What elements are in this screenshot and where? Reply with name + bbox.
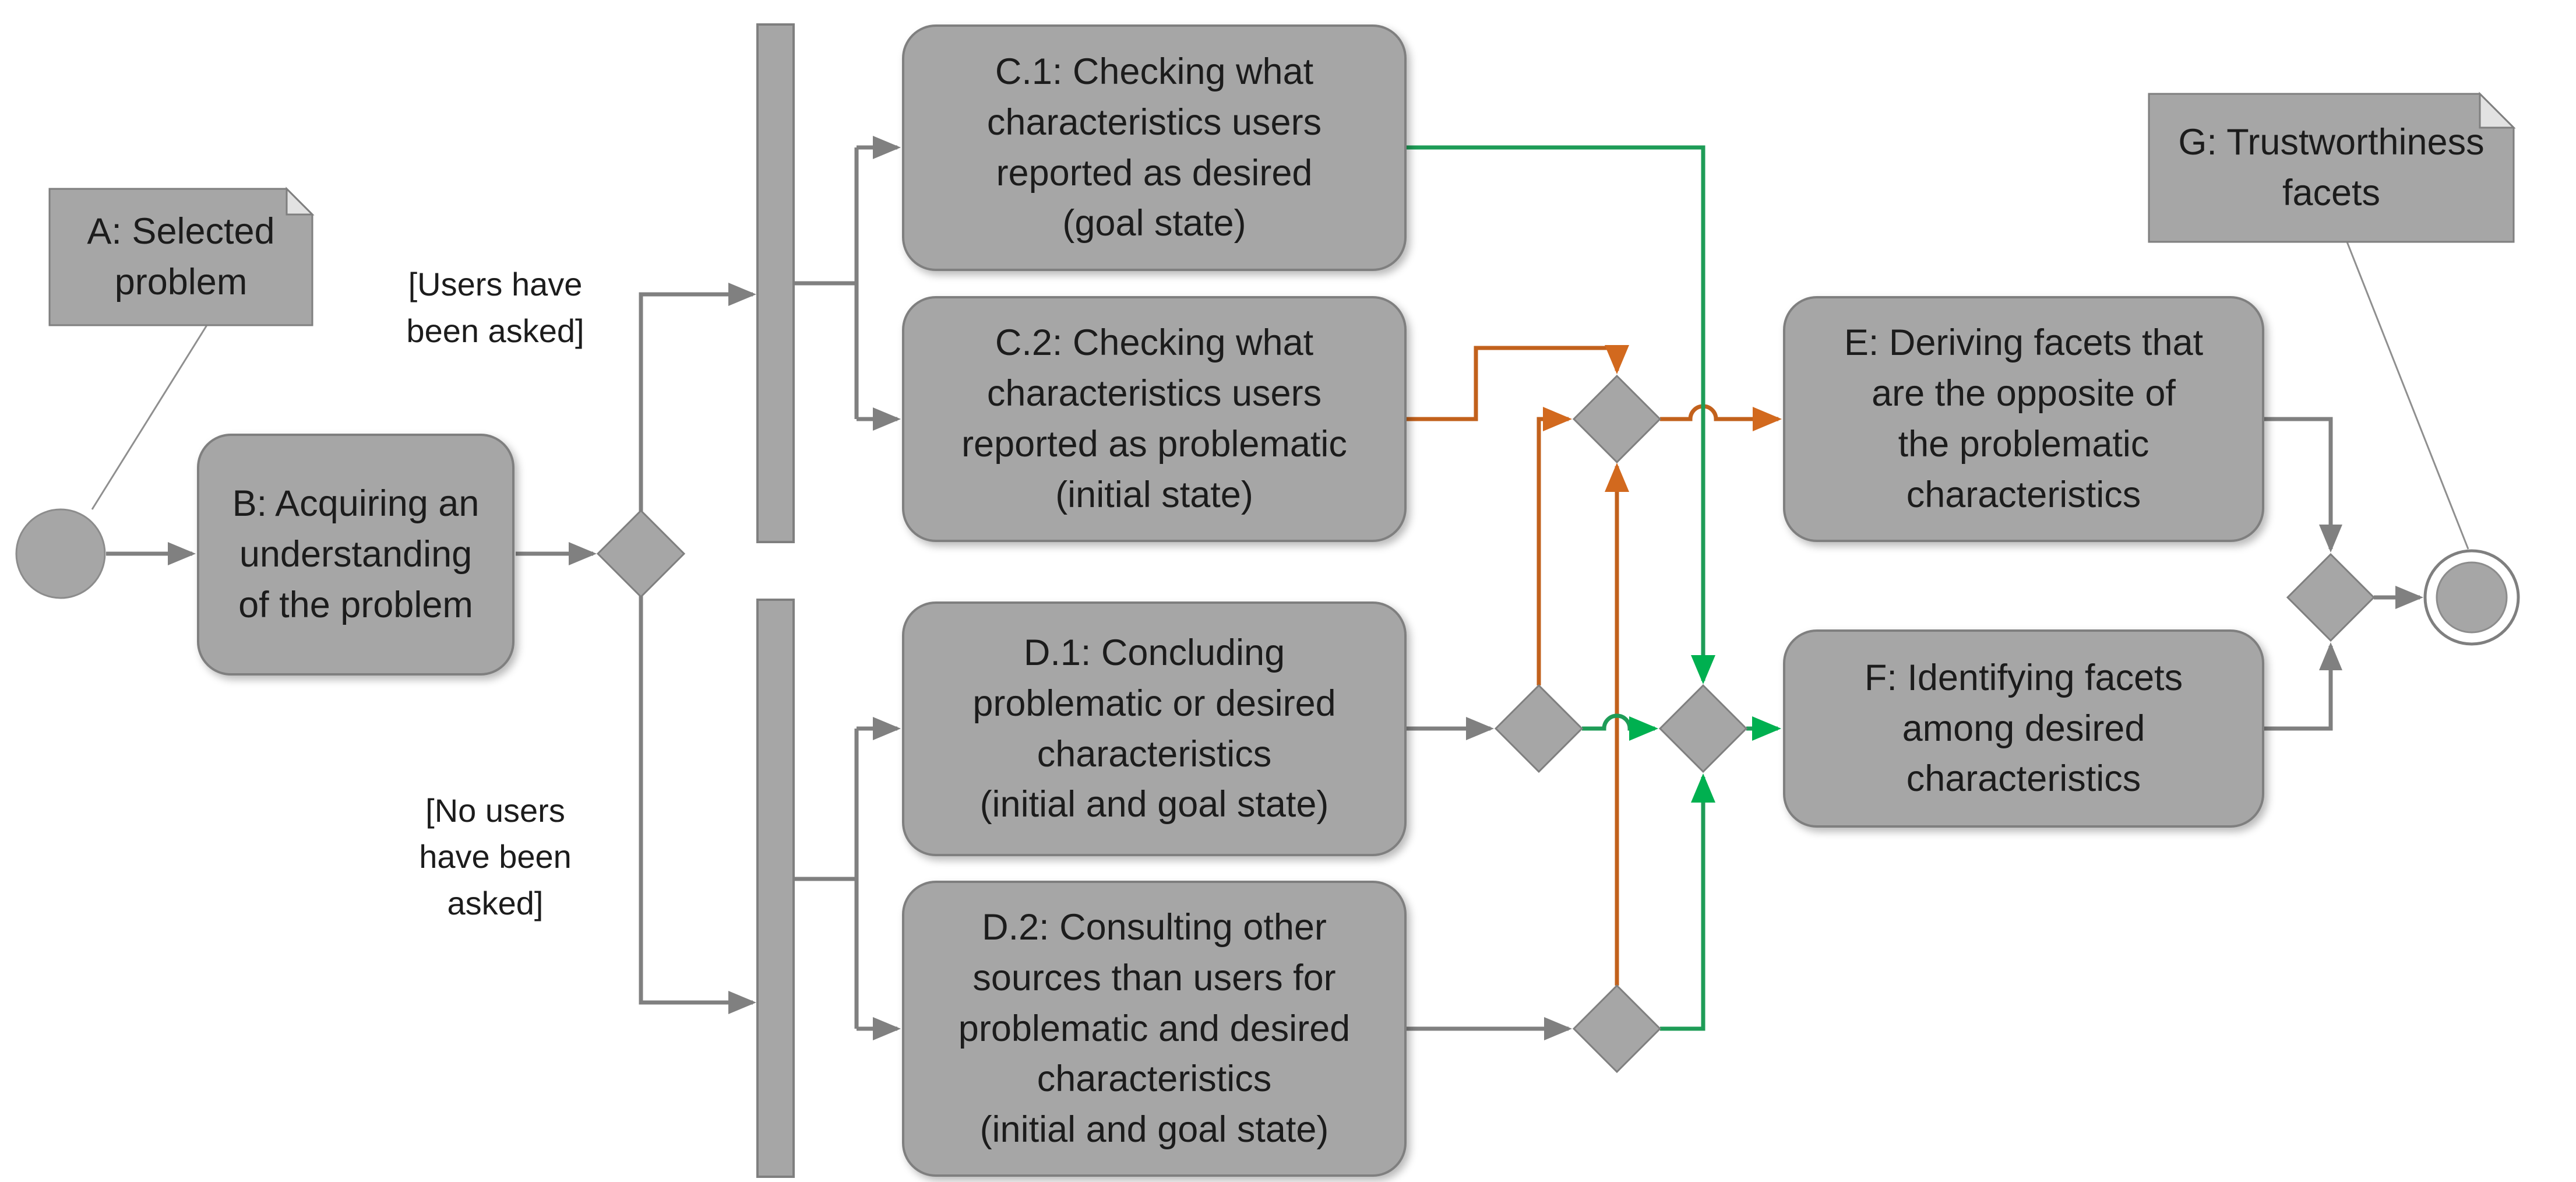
decision-users-asked xyxy=(596,509,686,599)
final-node-inner xyxy=(2436,561,2508,634)
edge-c1-to-green-merge xyxy=(1407,145,1715,684)
decision-after-d2 xyxy=(1572,984,1662,1074)
merge-diamond-orange xyxy=(1572,374,1662,464)
action-c2: C.2: Checking what characteristics users… xyxy=(902,296,1407,542)
note-g-connector-line xyxy=(2346,241,2469,550)
initial-node xyxy=(15,508,106,599)
edge-f-to-final-merge xyxy=(2264,642,2342,731)
edge-d1-diamond-to-green-merge xyxy=(1582,713,1658,741)
fork-bar-bottom xyxy=(756,599,795,1178)
decision-after-d1 xyxy=(1494,684,1584,773)
guard-label-no-users-asked: [No users have been asked] xyxy=(419,791,572,921)
edge-e-to-final-merge xyxy=(2264,417,2342,553)
final-merge-diamond xyxy=(2286,553,2376,642)
note-a-fold-corner xyxy=(286,187,315,216)
edge-decision-to-bottom-fork xyxy=(639,596,756,1014)
action-b: B: Acquiring an understanding of the pro… xyxy=(197,434,515,676)
edge-c2-to-orange-merge xyxy=(1407,345,1629,421)
note-g-shape xyxy=(2148,93,2515,243)
guard-label-users-asked: [Users have been asked] xyxy=(406,266,584,349)
note-a-label: A: Selected problem xyxy=(87,211,275,302)
note-a-shape xyxy=(48,188,313,326)
action-d1: D.1: Concluding problematic or desired c… xyxy=(902,601,1407,856)
fork-bar-top xyxy=(756,23,795,543)
edge-d1-diamond-to-orange-merge xyxy=(1537,407,1572,685)
edge-orange-merge-to-e xyxy=(1660,404,1782,431)
note-g-label: G: Trustworthiness facets xyxy=(2178,122,2485,213)
action-c1: C.1: Checking what characteristics users… xyxy=(902,24,1407,271)
note-a-connector-line xyxy=(91,325,208,510)
action-f: F: Identifying facets among desired char… xyxy=(1783,629,2264,828)
note-g-fold-corner xyxy=(2479,92,2516,129)
action-d2: D.2: Consulting other sources than users… xyxy=(902,881,1407,1177)
merge-diamond-green xyxy=(1658,684,1748,773)
edge-d2-diamond-to-green-merge xyxy=(1660,773,1715,1031)
action-e: E: Deriving facets that are the opposite… xyxy=(1783,296,2264,542)
edge-decision-to-top-fork xyxy=(639,283,756,511)
